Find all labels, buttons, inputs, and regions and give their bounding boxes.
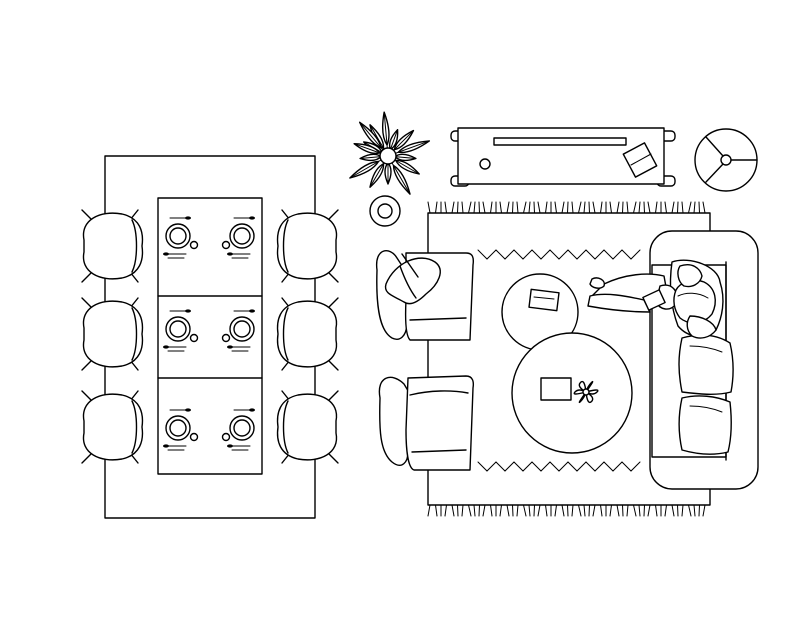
place-setting xyxy=(163,309,199,352)
rug-fringe-bottom xyxy=(427,465,709,517)
coffee-table-lower xyxy=(511,332,633,454)
dining-chair xyxy=(276,297,339,371)
place-setting xyxy=(221,216,255,259)
dining-chair xyxy=(81,297,144,371)
dining-chairs-right xyxy=(276,209,339,464)
dining-chair xyxy=(81,209,144,283)
floor-lamp xyxy=(694,128,758,192)
book xyxy=(622,142,658,178)
dining-area xyxy=(81,155,339,519)
place-settings xyxy=(163,216,255,451)
dining-chairs-left xyxy=(81,209,144,464)
cushion-lower xyxy=(678,395,733,455)
coffee-table-upper xyxy=(501,273,579,351)
armchair-bottom xyxy=(378,375,475,471)
place-setting xyxy=(163,216,199,259)
person-seated xyxy=(587,259,724,339)
place-setting xyxy=(163,408,199,451)
rug-zigzag-top xyxy=(477,249,641,260)
living-area xyxy=(349,111,759,517)
small-pot xyxy=(369,195,401,227)
sideboard xyxy=(450,127,676,187)
dining-chair xyxy=(276,209,339,283)
dining-table xyxy=(157,197,263,475)
dining-chair xyxy=(276,390,339,464)
flower-bunch xyxy=(573,380,599,404)
dining-chair xyxy=(81,390,144,464)
magazine xyxy=(528,288,560,312)
armchair-top xyxy=(376,250,475,341)
place-setting xyxy=(221,309,255,352)
cushion-upper xyxy=(678,334,734,395)
place-setting xyxy=(221,408,255,451)
potted-plant xyxy=(349,111,431,195)
rug-zigzag-bottom xyxy=(477,461,641,472)
